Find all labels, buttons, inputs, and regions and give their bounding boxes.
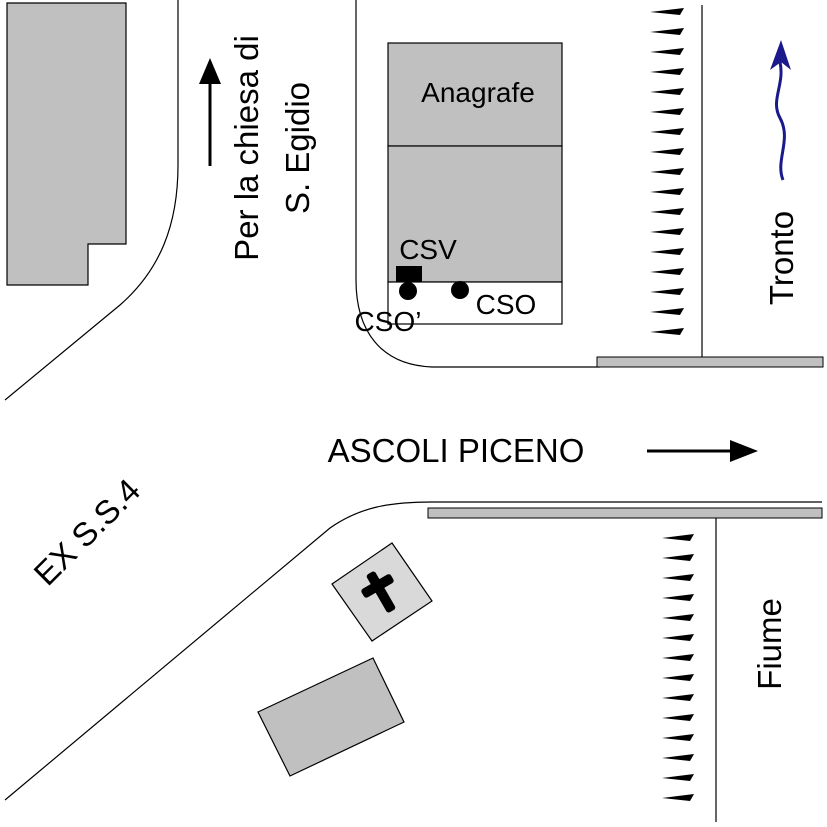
bank-tick-mark bbox=[650, 188, 684, 195]
ex-ss4-label: EX S.S.4 bbox=[26, 471, 147, 592]
csv-label: CSV bbox=[399, 234, 457, 265]
csv-marker-icon bbox=[396, 266, 422, 282]
bank-tick-mark bbox=[650, 308, 684, 315]
bank-tick-mark bbox=[650, 288, 684, 295]
bank-tick-mark bbox=[662, 534, 694, 541]
bank-tick-mark bbox=[650, 268, 684, 275]
building-top-left bbox=[6, 2, 127, 286]
bank-tick-mark bbox=[650, 128, 684, 135]
direction-label-line2: S. Egidio bbox=[279, 82, 316, 214]
bank-tick-mark bbox=[650, 88, 684, 95]
bank-tick-mark bbox=[650, 8, 684, 15]
bank-tick-mark bbox=[662, 634, 694, 641]
river-bank-hatching-lower bbox=[662, 534, 694, 801]
ascoli-piceno-label: ASCOLI PICENO bbox=[328, 432, 585, 469]
forecourt bbox=[387, 281, 563, 325]
road-edge-lower bbox=[4, 501, 822, 801]
bank-tick-mark bbox=[662, 734, 694, 741]
tronto-label: Tronto bbox=[763, 211, 800, 305]
road-edge-inner bbox=[355, 0, 600, 368]
bank-tick-mark bbox=[662, 774, 694, 781]
river-flow-arrow-head-icon bbox=[770, 40, 791, 70]
bank-tick-mark bbox=[650, 48, 684, 55]
bridge-upper bbox=[596, 356, 824, 368]
bank-tick-mark bbox=[662, 654, 694, 661]
bank-tick-mark bbox=[650, 28, 684, 35]
direction-label-line1: Per la chiesa di bbox=[228, 35, 265, 261]
bank-tick-mark bbox=[650, 248, 684, 255]
bank-tick-mark bbox=[662, 754, 694, 761]
cso-label: CSO bbox=[476, 289, 537, 320]
bank-tick-mark bbox=[662, 554, 694, 561]
bank-tick-mark bbox=[650, 328, 684, 335]
cross-icon bbox=[361, 571, 396, 613]
building-lower bbox=[257, 657, 405, 777]
bank-tick-mark bbox=[650, 68, 684, 75]
anagrafe-building bbox=[387, 42, 563, 147]
bank-tick-mark bbox=[650, 108, 684, 115]
bank-tick-mark bbox=[662, 694, 694, 701]
bank-tick-mark bbox=[662, 714, 694, 721]
cso-prime-marker-icon bbox=[399, 282, 417, 300]
bank-tick-mark bbox=[662, 594, 694, 601]
river-flow-arrow bbox=[775, 61, 786, 181]
north-arrow-head-icon bbox=[199, 58, 221, 84]
road-edge-upper bbox=[4, 0, 179, 401]
river-bank-hatching-upper bbox=[650, 8, 684, 335]
bank-tick-mark bbox=[650, 148, 684, 155]
anagrafe-label: Anagrafe bbox=[421, 77, 535, 108]
east-arrow-head-icon bbox=[730, 440, 758, 462]
bank-tick-mark bbox=[662, 674, 694, 681]
annex-building bbox=[387, 145, 563, 283]
cso-prime-label: CSO’ bbox=[355, 306, 422, 337]
bridge-lower bbox=[427, 507, 823, 519]
bank-tick-mark bbox=[650, 208, 684, 215]
bank-tick-mark bbox=[662, 794, 694, 801]
fiume-label: Fiume bbox=[751, 598, 788, 690]
bank-tick-mark bbox=[650, 168, 684, 175]
bank-tick-mark bbox=[662, 574, 694, 581]
cso-marker-icon bbox=[451, 281, 469, 299]
bank-tick-mark bbox=[662, 614, 694, 621]
bank-tick-mark bbox=[650, 228, 684, 235]
